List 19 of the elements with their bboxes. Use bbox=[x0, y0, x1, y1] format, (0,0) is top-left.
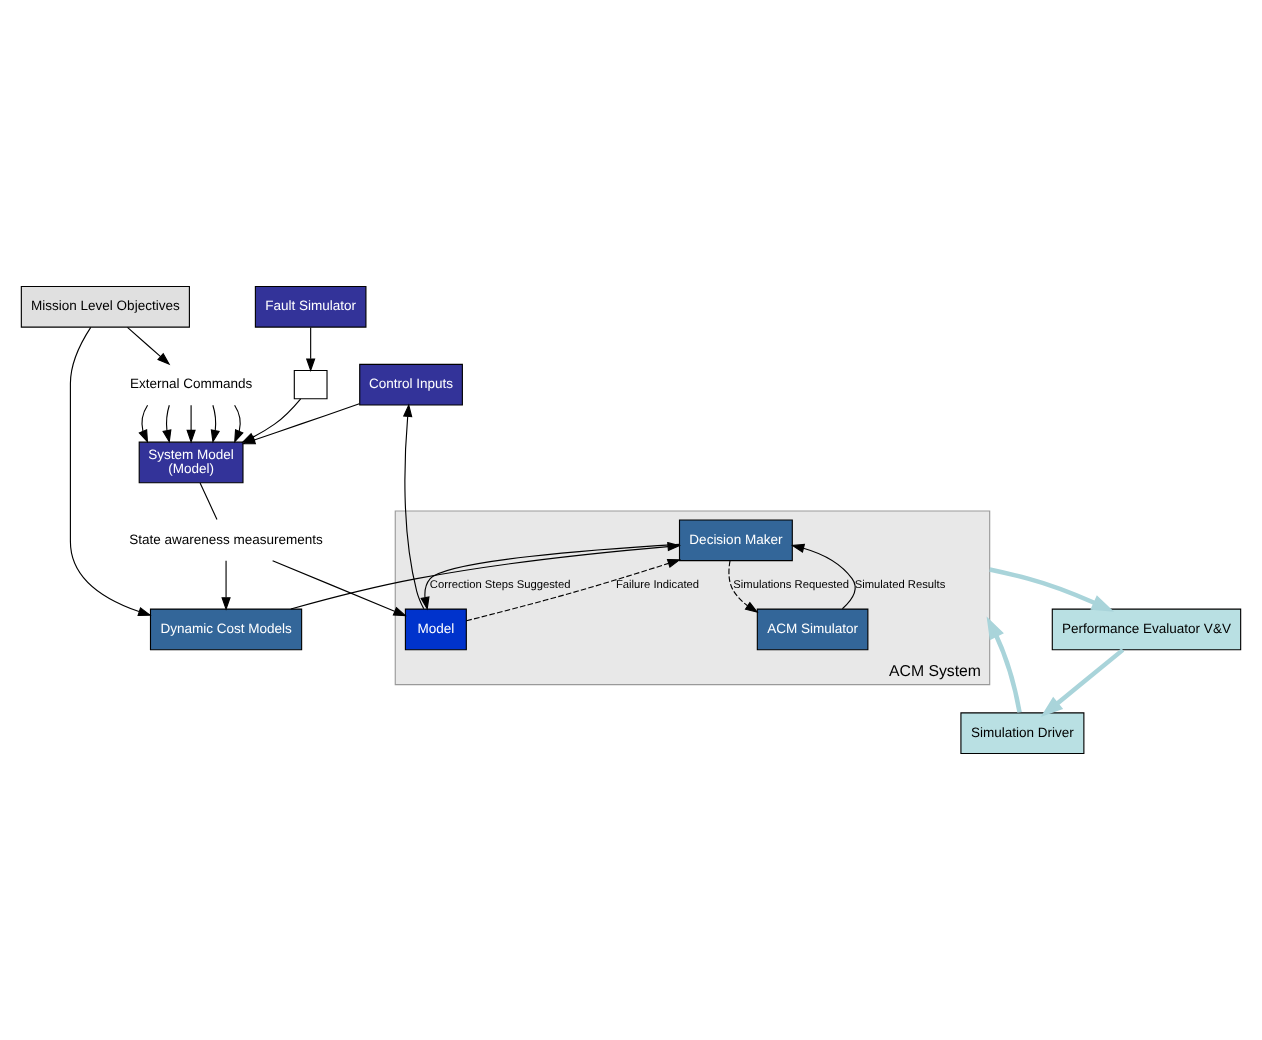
arrow bbox=[221, 560, 231, 611]
arrow bbox=[402, 403, 425, 610]
arrow bbox=[272, 560, 407, 617]
arrow bbox=[138, 404, 149, 444]
arrow bbox=[210, 404, 220, 444]
arrow bbox=[986, 616, 1022, 713]
arrow bbox=[1040, 648, 1125, 718]
arrow bbox=[234, 404, 244, 444]
arrow bbox=[186, 404, 196, 444]
arrow bbox=[305, 326, 316, 372]
arrow bbox=[728, 560, 759, 613]
connector bbox=[199, 482, 218, 521]
node-box bbox=[293, 370, 328, 400]
arrow bbox=[162, 404, 172, 444]
arrow bbox=[69, 326, 152, 616]
arrow bbox=[790, 543, 856, 610]
arrow bbox=[989, 567, 1115, 612]
arrow bbox=[465, 559, 682, 622]
arrow bbox=[126, 326, 171, 366]
